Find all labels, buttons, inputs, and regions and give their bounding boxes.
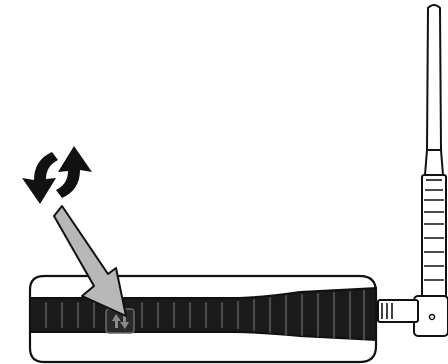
antenna <box>377 4 448 337</box>
antenna-ridges <box>381 179 444 319</box>
wps-button-icon[interactable] <box>105 308 135 334</box>
callout-arrow <box>53 205 127 317</box>
antenna-hinge-dot <box>428 313 436 321</box>
grip-ridges <box>44 289 366 341</box>
wps-arrows-icon <box>22 146 92 204</box>
